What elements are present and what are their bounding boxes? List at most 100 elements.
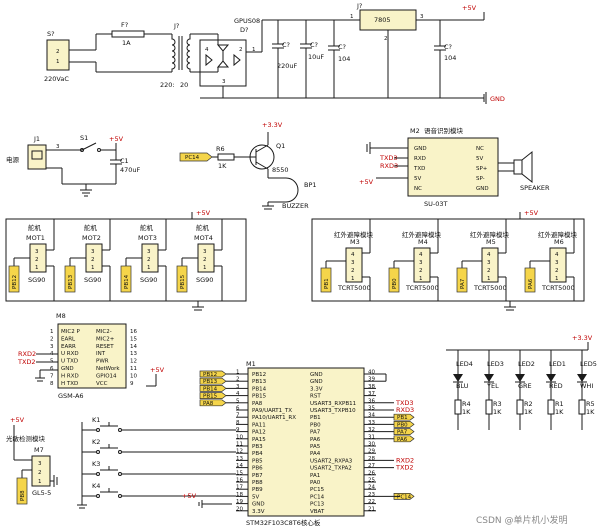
power-switch-section: J1 电源 3 S1 +5V C1 470uF: [6, 134, 141, 197]
mcu-right-pin: PB1: [310, 415, 321, 421]
svg-text:3: 3: [222, 79, 226, 85]
servo-pin-num: 1: [91, 265, 95, 271]
mcu-right-pin: GND: [310, 372, 323, 378]
servo-ref: MOT3: [138, 234, 157, 242]
ir-net-tag: [388, 267, 400, 293]
cap3-value: 104: [338, 55, 350, 63]
regulator-output-5v: +5V: [462, 4, 477, 12]
led-diode: [515, 374, 525, 382]
mcu-right-pin: USART2_TXPA2: [310, 466, 352, 472]
gsm-right-pin: NetWork: [96, 366, 120, 372]
gsm-right-num: 14: [130, 344, 137, 350]
led-color: YEL: [486, 382, 499, 390]
fuse: [111, 30, 145, 38]
voice-left-pin: NC: [414, 186, 422, 192]
ir-net-tag-label: PB1: [324, 278, 330, 289]
svg-text:2: 2: [38, 470, 42, 476]
cap1-value: 220uF: [277, 62, 298, 70]
gsm-right-pin: MIC2+: [96, 336, 115, 342]
led-resistor-ref: R5: [586, 400, 595, 408]
buzzer-3v3: +3.3V: [262, 121, 283, 129]
mcu-right-net-label: PB1: [397, 415, 408, 421]
key-ref: K4: [92, 482, 100, 490]
led-ref: LED2: [518, 360, 535, 368]
svg-text:1: 1: [350, 14, 354, 20]
ground-label: GND: [490, 95, 505, 103]
mcu-left-net-tag: [199, 392, 227, 399]
mcu-right-pin: VBAT: [310, 509, 325, 515]
ir-ref: M5: [486, 238, 496, 246]
mcu-left-pin: PB8: [252, 480, 263, 486]
mcu-right-num: 30: [368, 442, 375, 448]
ir-net-tag-label: PA6: [528, 278, 534, 289]
servo-pin-num: 1: [203, 265, 207, 271]
ir-pin-num: 4: [351, 252, 355, 258]
mcu-left-net-label: PB13: [203, 379, 218, 385]
ir-pin-num: 3: [419, 260, 423, 266]
mcu-right-num: 29: [368, 449, 375, 455]
watermark: CSDN @单片机小发明: [476, 514, 568, 526]
voice-title: 语音识别模块: [424, 126, 464, 135]
mcu-left-num: 4: [236, 391, 240, 397]
dc-jack-label: 电源: [6, 155, 20, 164]
led-resistor-value: 1K: [555, 408, 564, 416]
mcu-left-pin: PA10/UART1_RX: [252, 415, 296, 421]
mcu-right-pin: RST: [310, 394, 321, 400]
servo-pin-num: 3: [147, 249, 151, 255]
servo-part: SG90: [140, 276, 157, 284]
mcu-left-pin: 3.3V: [252, 509, 265, 515]
net-pb8-light-label: PB8: [20, 490, 26, 501]
mcu-right-net-label: PB0: [397, 422, 408, 428]
mcu-left-num: 12: [236, 449, 243, 455]
mcu-left-pin: PB13: [252, 379, 267, 385]
svg-text:2: 2: [239, 47, 243, 53]
led-diode: [577, 374, 587, 382]
mcu-right-pin: PC14: [310, 494, 325, 500]
servo-pin-num: 3: [203, 249, 207, 255]
svg-text:3: 3: [56, 144, 60, 150]
mcu-right-num: 36: [368, 398, 375, 404]
gsm-right-pin: MIC2-: [96, 329, 112, 335]
mcu-left-pin: PA12: [252, 430, 266, 436]
gsm-left-num: 7: [50, 373, 54, 379]
servo-title: 舵机: [28, 223, 42, 232]
voice-left-pin: RXD: [414, 156, 426, 162]
mcu-right-num: 24: [368, 485, 375, 491]
ir-block: [549, 247, 567, 283]
ir-title: 红外避障模块: [334, 230, 374, 239]
led-ref: LED3: [487, 360, 504, 368]
buzzer-label: BUZZER: [282, 202, 309, 210]
speaker-label: SPEAKER: [520, 184, 550, 192]
mcu-left-num: 2: [236, 377, 240, 383]
led-ref: LED1: [549, 360, 566, 368]
power-supply-section: S? 2 1 220VaC F? 1A J? 220: 20: [44, 2, 505, 104]
cap-c1-value: 470uF: [120, 166, 141, 174]
light-part: GL5-5: [32, 489, 51, 497]
led-resistor-ref: R2: [524, 400, 533, 408]
light-ref: M7: [34, 446, 44, 454]
ac-input-connector: [46, 39, 70, 71]
ir-block: [481, 247, 499, 283]
dc-jack-ref: J1: [33, 135, 40, 143]
light-sensor-section: +5V 光敏检测模块 M7 3 2 1 PB8 GL5-5: [6, 416, 58, 505]
gsm-left-num: 3: [50, 344, 54, 350]
servo-pin-num: 1: [35, 265, 39, 271]
mcu-left-num: 10: [236, 434, 243, 440]
servo-pin-num: 3: [91, 249, 95, 255]
mcu-right-net-tag: [393, 428, 415, 435]
mcu-right-num: 21: [368, 506, 375, 512]
mcu-left-pin: PB7: [252, 473, 263, 479]
voice-net-rxd: RXD3: [380, 162, 398, 170]
ir-5v: +5V: [524, 209, 539, 217]
servo-ref: MOT1: [26, 234, 45, 242]
led-resistor-ref: R3: [493, 400, 502, 408]
mcu-left-num: 8: [236, 420, 240, 426]
servo-part: SG90: [84, 276, 101, 284]
led-ref: LED4: [456, 360, 473, 368]
mcu-left-pin: PA8: [252, 401, 263, 407]
svg-text:3: 3: [38, 461, 42, 467]
ir-title: 红外避障模块: [538, 230, 578, 239]
cap3-ref: C?: [338, 43, 346, 51]
